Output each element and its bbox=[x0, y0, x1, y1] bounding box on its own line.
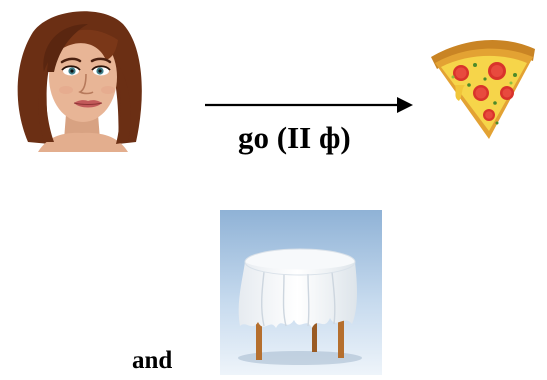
right-arrow-icon bbox=[203, 93, 415, 117]
conjunction-label: and bbox=[132, 347, 173, 374]
woman-face-icon bbox=[8, 2, 158, 152]
covered-table-icon bbox=[220, 210, 382, 375]
pizza-slice-icon bbox=[425, 35, 540, 145]
arrow-label: go (II ф) bbox=[238, 120, 351, 155]
